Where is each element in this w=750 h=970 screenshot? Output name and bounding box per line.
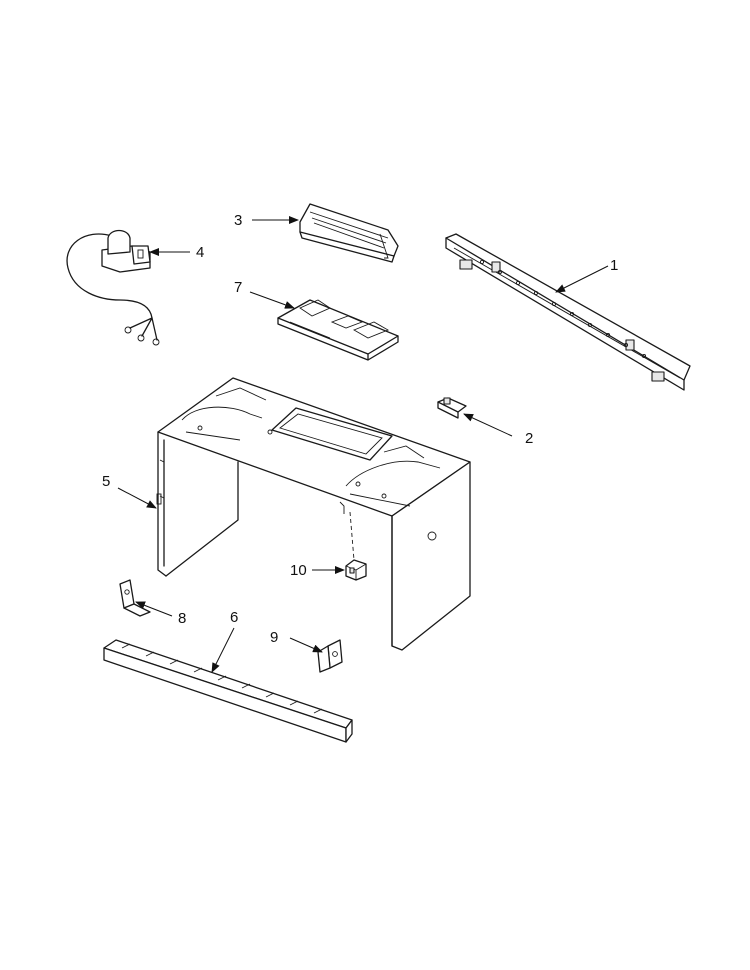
callout-4: 4 — [196, 244, 204, 261]
cabinet-wrapper-part — [156, 377, 471, 651]
control-plate-part — [277, 299, 399, 361]
leader-5 — [117, 487, 157, 509]
mounting-rail-part — [445, 233, 691, 391]
leader-2 — [463, 413, 513, 437]
callout-labels: 1 2 3 4 5 6 7 8 9 10 — [102, 212, 618, 646]
leader-7 — [249, 291, 295, 309]
callout-6: 6 — [230, 609, 238, 626]
wire-harness-part — [66, 229, 160, 346]
callout-3: 3 — [234, 212, 242, 229]
callout-10: 10 — [290, 562, 307, 579]
sensor-switch-part — [345, 511, 367, 581]
vent-grille-part — [299, 203, 399, 263]
callout-2: 2 — [525, 430, 533, 447]
callout-9: 9 — [270, 629, 278, 646]
small-clip-part — [437, 397, 467, 419]
leader-9 — [289, 637, 323, 653]
right-bracket-part — [317, 639, 343, 673]
leader-8 — [135, 601, 173, 617]
callout-8: 8 — [178, 610, 186, 627]
left-bracket-part — [119, 579, 151, 617]
callout-7: 7 — [234, 279, 242, 296]
leader-1 — [555, 265, 609, 293]
callout-1: 1 — [610, 257, 618, 274]
trim-rail-part — [103, 639, 353, 743]
leader-6 — [211, 627, 235, 673]
leader-lines — [117, 216, 609, 673]
callout-5: 5 — [102, 473, 110, 490]
